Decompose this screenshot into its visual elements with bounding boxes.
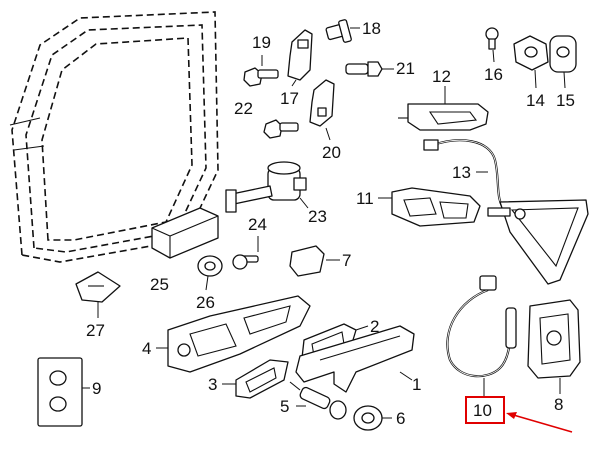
callout-11: 11 [356,189,374,208]
part-8-latch [527,299,581,394]
part-7-connector [289,245,340,277]
callout-16: 16 [484,65,503,84]
part-13-cable [423,139,506,211]
part-14-striker [513,35,549,89]
part-9-screws [37,357,90,427]
callout-21: 21 [396,59,415,78]
callout-25: 25 [150,275,169,294]
callout-22: 22 [234,99,253,118]
part-19-bolt [243,55,279,87]
part-5-lock-cylinder [289,381,347,420]
part-15-pad [549,35,577,89]
callout-6: 6 [396,409,405,428]
part-26-grommet [197,255,223,291]
part-10-cable [446,275,517,398]
callout-labels: 1 2 3 4 5 6 7 8 9 10 11 12 13 14 15 16 1… [86,19,575,428]
callout-26: 26 [196,293,215,312]
callout-14: 14 [526,91,545,110]
callout-20: 20 [322,143,341,162]
callout-12: 12 [432,67,451,86]
part-22-bolt [263,119,299,139]
callout-23: 23 [308,207,327,226]
highlight-arrowhead [506,412,517,419]
highlight-arrow [509,413,573,433]
part-25-bumper [151,207,219,259]
part-16-clip [485,27,499,63]
callout-18: 18 [362,19,381,38]
part-23-check-strap [225,161,309,213]
callout-5: 5 [280,397,289,416]
callout-24: 24 [248,215,267,234]
callout-1: 1 [412,375,421,394]
part-17-hinge [287,29,313,87]
part-18-bolt [325,19,360,43]
part-4-handle-carrier [156,295,311,373]
part-24-pin [232,236,259,270]
highlight-part-10 [465,396,573,433]
part-20-hinge [309,79,335,141]
part-1-outside-handle [295,325,415,393]
callout-9: 9 [92,379,101,398]
callout-13: 13 [452,163,471,182]
highlight-box [465,396,505,424]
part-11-handle-frame [378,187,481,227]
callout-7: 7 [342,251,351,270]
callout-10: 10 [473,401,492,420]
linkage-assembly [487,199,589,285]
callout-2: 2 [370,317,379,336]
callout-19: 19 [252,33,271,52]
part-21-bolt [345,61,394,77]
callout-4: 4 [142,339,151,358]
door-frame-outline [9,11,219,263]
part-6-escutcheon [353,405,392,431]
part-27-bracket [75,271,121,318]
part-12-inside-handle [398,86,489,131]
callout-8: 8 [554,395,563,414]
part-3-gasket [222,359,289,399]
callout-27: 27 [86,321,105,340]
callout-3: 3 [208,375,217,394]
callout-17: 17 [280,89,299,108]
callout-15: 15 [556,91,575,110]
